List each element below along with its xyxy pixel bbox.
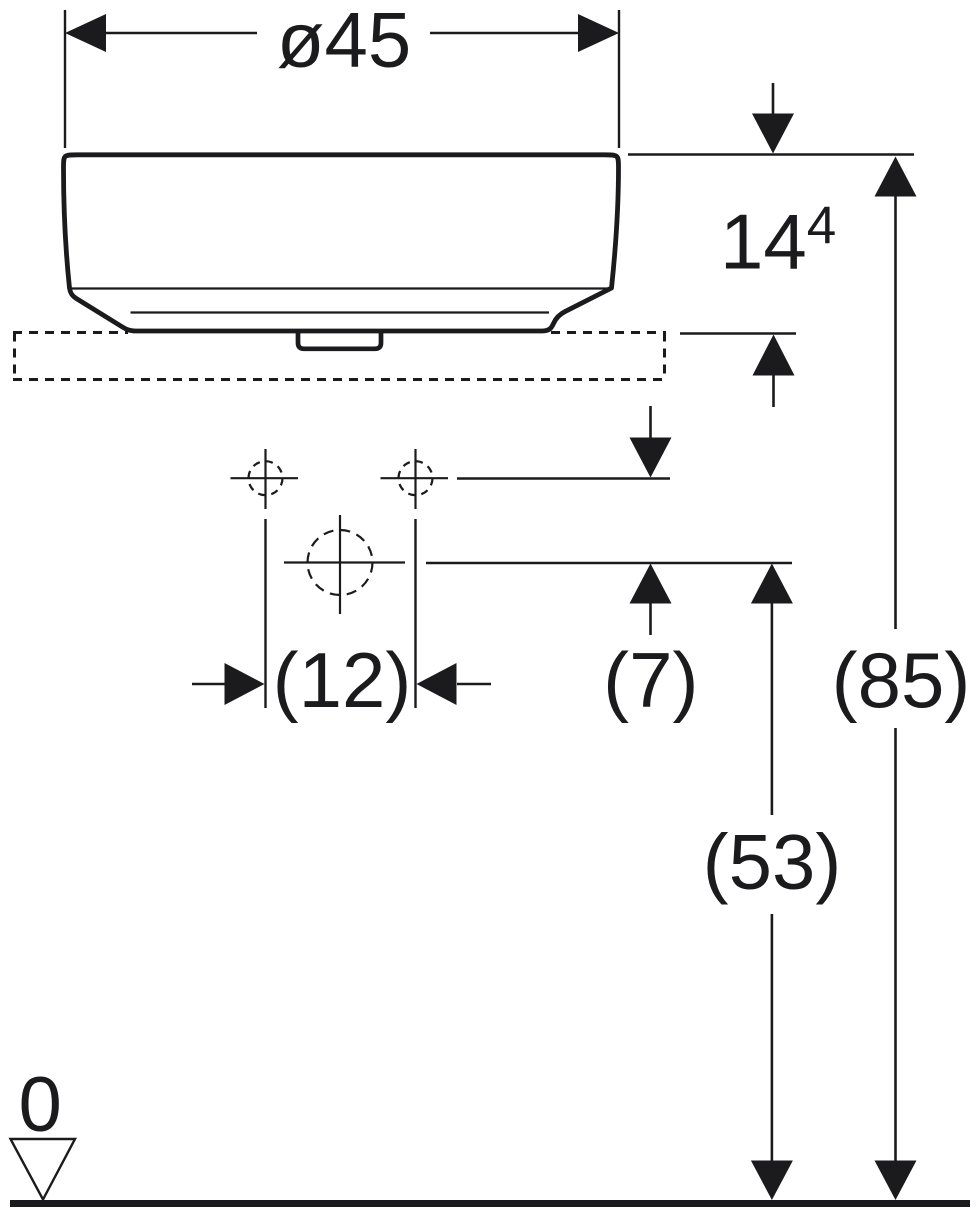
svg-text:ø45: ø45: [277, 0, 411, 84]
svg-text:(53): (53): [703, 818, 842, 906]
svg-text:(12): (12): [273, 636, 412, 724]
svg-text:(7): (7): [603, 636, 698, 724]
svg-text:(85): (85): [832, 636, 971, 724]
svg-text:0: 0: [19, 1060, 62, 1148]
